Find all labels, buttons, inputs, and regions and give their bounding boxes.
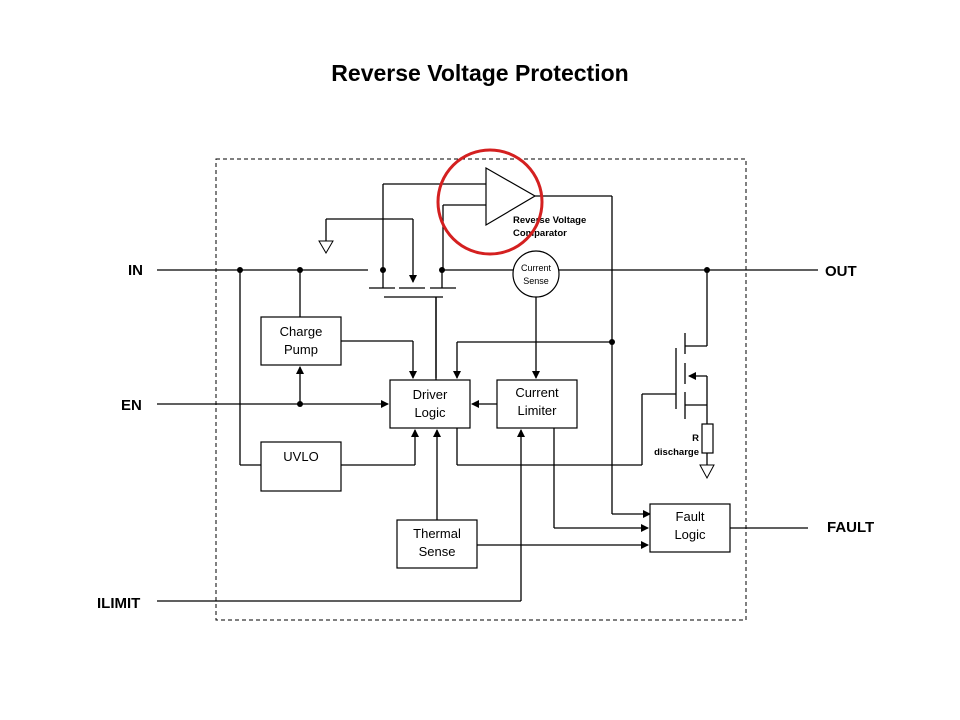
thermal-sense-label-line1: Thermal xyxy=(413,526,461,541)
discharge-mosfet-symbol xyxy=(675,270,708,425)
chargepump-to-driver-wire xyxy=(341,340,417,379)
charge-pump-block xyxy=(260,316,342,366)
current-sense-label-line1: Current xyxy=(521,263,552,273)
uvlo-block xyxy=(260,441,342,492)
comparator-label-line1: Reverse Voltage xyxy=(513,215,586,226)
thermal-sense-label-line2: Sense xyxy=(419,544,456,559)
current-sense-label-line2: Sense xyxy=(523,276,549,286)
charge-pump-label-line2: Pump xyxy=(284,342,318,357)
slide-title: Reverse Voltage Protection xyxy=(331,60,629,86)
highlight-circle xyxy=(436,148,544,256)
fault-logic-label-line1: Fault xyxy=(676,509,705,524)
fault-logic-label-line2: Logic xyxy=(674,527,706,542)
pin-label-fault: FAULT xyxy=(827,519,874,536)
charge-pump-label-line1: Charge xyxy=(280,324,323,339)
uvlo-to-driver-wire xyxy=(341,429,419,466)
current-limiter-label-line1: Current xyxy=(515,385,559,400)
r-discharge-label-line1: R xyxy=(692,433,699,444)
driver-logic-label-line1: Driver xyxy=(413,387,448,402)
chip-boundary xyxy=(215,158,747,621)
reverse-voltage-comparator xyxy=(382,166,651,518)
out-feedback-wire xyxy=(453,341,612,379)
thermal-sense-block xyxy=(396,519,478,569)
uvlo-label: UVLO xyxy=(283,449,318,464)
current-sense-circle xyxy=(512,250,560,298)
discharge-resistor xyxy=(701,423,714,454)
comparator-label-line2: Comparator xyxy=(513,228,567,239)
pin-label-out: OUT xyxy=(825,263,857,280)
fault-logic-block xyxy=(649,503,731,553)
ground-icon xyxy=(699,464,715,480)
driver-logic-block xyxy=(389,379,471,429)
r-discharge-label-line2: discharge xyxy=(654,447,699,458)
pin-label-in: IN xyxy=(128,262,143,279)
driver-to-discharge-wire xyxy=(456,393,676,466)
in-to-uvlo-wire xyxy=(239,270,261,466)
current-limiter-label-line2: Limiter xyxy=(517,403,557,418)
limiter-to-fault-wire xyxy=(553,428,649,532)
ilimit-wire xyxy=(157,429,525,602)
driver-logic-label-line2: Logic xyxy=(414,405,446,420)
current-limiter-block xyxy=(496,379,578,429)
pin-label-ilimit: ILIMIT xyxy=(97,595,140,612)
pin-label-en: EN xyxy=(121,397,142,414)
